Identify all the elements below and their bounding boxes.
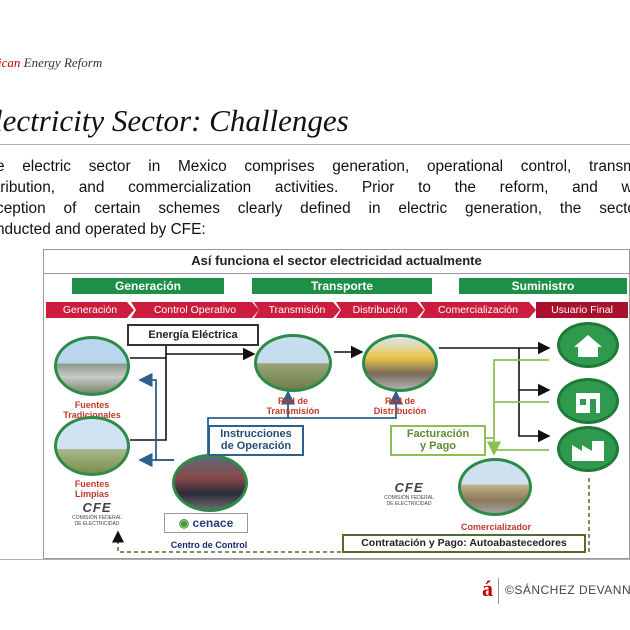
cenace-text: cenace — [192, 516, 234, 530]
centro-control-label: Centro de Control — [170, 540, 248, 550]
cfe-sub-line: DE ELECTRICIDAD — [74, 521, 120, 527]
page-title: lectricity Sector: Challenges — [0, 103, 349, 138]
label-line: Fuentes — [74, 479, 110, 489]
facturacion-box: Facturación y Pago — [390, 425, 486, 456]
cfe-sub-line: COMISIÓN FEDERAL — [72, 515, 122, 521]
body-line: tribution, and commercialization activit… — [0, 179, 630, 196]
header-suffix: Energy Reform — [20, 55, 103, 70]
group-generacion: Generación — [72, 278, 224, 294]
footer-divider — [0, 559, 630, 560]
diagram-title: Así funciona el sector electricidad actu… — [191, 253, 482, 268]
cfe-logo-left: CFE COMISIÓN FEDERAL DE ELECTRICIDAD — [54, 500, 140, 527]
group-transporte: Transporte — [252, 278, 432, 294]
group-suministro: Suministro — [459, 278, 627, 294]
box-line: y Pago — [419, 440, 457, 452]
cfe-logo-right: CFE COMISIÓN FEDERAL DE ELECTRICIDAD — [366, 480, 452, 507]
step-generacion: Generación — [46, 302, 134, 318]
control-center-image — [172, 454, 248, 512]
cenace-logo: ◉ cenace — [164, 513, 248, 533]
fuentes-limpias-label: Fuentes Limpias — [54, 479, 130, 499]
contratacion-box: Contratación y Pago: Autoabastecedores — [342, 534, 586, 553]
cfe-sub-line: COMISIÓN FEDERAL — [384, 495, 434, 501]
cfe-logo-text: CFE — [394, 480, 424, 495]
step-transmision: Transmisión — [254, 302, 340, 318]
diagram-divider — [44, 273, 629, 274]
box-line: de Operación — [220, 440, 292, 452]
label-line: Red de — [277, 396, 308, 406]
label-line: Distribución — [373, 406, 427, 416]
cenace-icon: ◉ — [178, 516, 193, 530]
red-distribucion-label: Red de Distribución — [362, 396, 438, 416]
body-line: nducted and operated by CFE: — [0, 221, 206, 238]
label-line: Tradicionales — [63, 410, 121, 420]
header-line: ican Energy Reform — [0, 55, 102, 71]
instrucciones-box: Instrucciones de Operación — [208, 425, 304, 456]
wind-farm-image — [54, 416, 130, 476]
header-prefix: ican — [0, 55, 21, 70]
comercializador-image — [458, 458, 532, 516]
energia-electrica-box: Energía Eléctrica — [127, 324, 259, 346]
house-icon — [574, 335, 602, 357]
box-line: Instrucciones — [220, 428, 292, 440]
step-usuario-final: Usuario Final — [536, 302, 628, 318]
sanchez-devanny-logo: á — [482, 576, 493, 601]
comercializador-label: Comercializador — [460, 522, 532, 532]
red-transmision-label: Red de Transmisión — [254, 396, 332, 416]
body-line: e electric sector in Mexico comprises ge… — [0, 158, 630, 175]
factory-icon — [572, 441, 604, 461]
step-comercializacion: Comercialización — [420, 302, 536, 318]
industry-user-icon — [557, 426, 619, 472]
cfe-logo-text: CFE — [82, 500, 112, 515]
box-line: Facturación — [406, 428, 470, 440]
body-line: ception of certain schemes clearly defin… — [0, 200, 630, 217]
label-line: Red de — [384, 396, 415, 406]
store-icon — [576, 393, 600, 413]
footer-copyright: ©SÁNCHEZ DEVANNY®, — [505, 583, 630, 597]
step-distribucion: Distribución — [336, 302, 424, 318]
body-paragraph: e electric sector in Mexico comprises ge… — [0, 156, 630, 240]
title-divider — [0, 144, 630, 145]
footer-separator — [498, 578, 499, 604]
fuentes-tradicionales-label: Fuentes Tradicionales — [54, 400, 130, 420]
electricity-sector-diagram: Así funciona el sector electricidad actu… — [43, 249, 630, 559]
label-line: Fuentes — [74, 400, 110, 410]
cfe-sub-line: DE ELECTRICIDAD — [386, 501, 432, 507]
label-line: Limpias — [74, 489, 109, 499]
step-control-operativo: Control Operativo — [131, 302, 259, 318]
traditional-plant-image — [54, 336, 130, 396]
transmission-image — [254, 334, 332, 392]
label-line: Transmisión — [266, 406, 320, 416]
distribution-image — [362, 334, 438, 392]
shop-user-icon — [557, 378, 619, 424]
house-user-icon — [557, 322, 619, 368]
